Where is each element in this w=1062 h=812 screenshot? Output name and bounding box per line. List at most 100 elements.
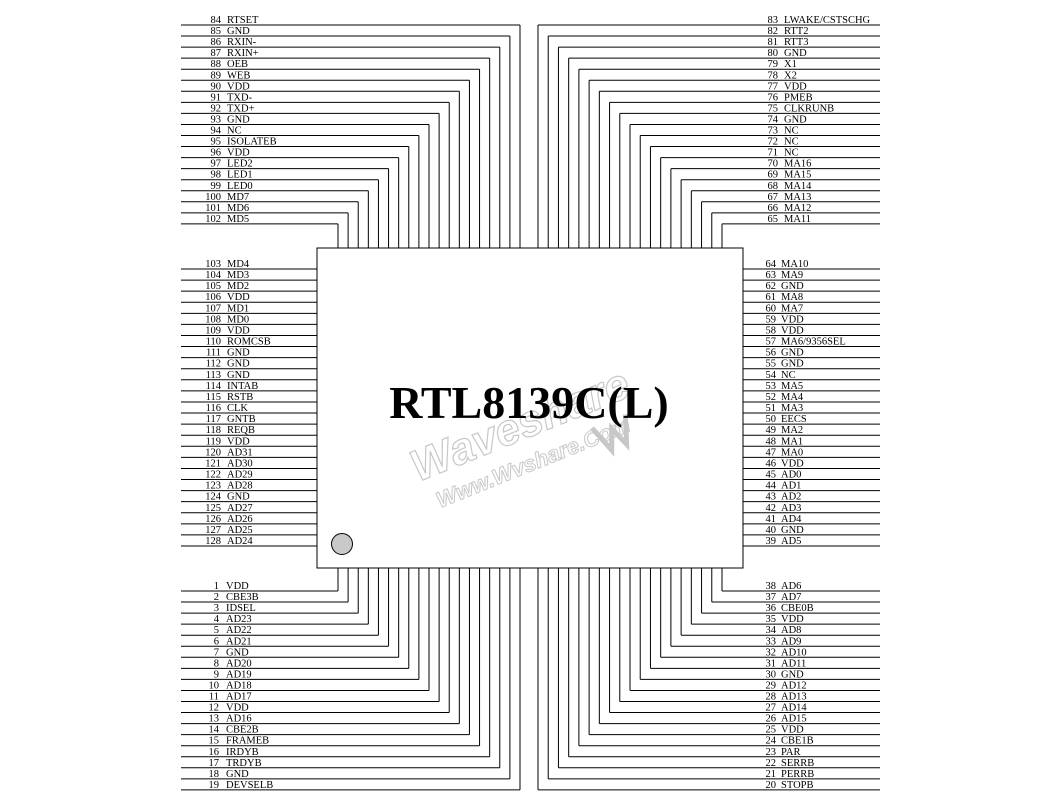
pin-number: 125 (205, 503, 221, 514)
pin-name: GND (227, 26, 250, 37)
pin-number: 1 (214, 581, 219, 592)
pin-name: MA1 (781, 436, 803, 447)
pin-name: GND (784, 114, 807, 125)
pin-number: 128 (205, 536, 221, 547)
pin-name: TXD- (227, 92, 253, 103)
pin-number: 103 (205, 259, 221, 270)
pin-number: 73 (768, 126, 779, 137)
pin-name: AD28 (227, 481, 253, 492)
pin-name: AD31 (227, 447, 253, 458)
pin-number: 95 (211, 137, 222, 148)
pin-name: AD16 (226, 714, 252, 725)
pin-number: 84 (211, 15, 222, 26)
pin-name: AD11 (781, 658, 806, 669)
pin-wires (181, 24, 880, 791)
pin-name: VDD (781, 325, 804, 336)
pin-number: 19 (209, 780, 220, 791)
pin-number: 74 (768, 114, 779, 125)
pin-number: 48 (766, 436, 777, 447)
pin-name: PMEB (784, 92, 813, 103)
pin-number: 50 (766, 414, 777, 425)
pin-name: LWAKE/CSTSCHG (784, 15, 871, 26)
pin-number: 116 (206, 403, 221, 414)
pin-name: RTSET (227, 15, 259, 26)
pin-number: 23 (766, 747, 777, 758)
pin-name: RTT3 (784, 37, 808, 48)
pin1-marker (331, 533, 353, 555)
pin-name: MA4 (781, 392, 804, 403)
pin-name: PERRB (781, 769, 814, 780)
pin-number: 32 (766, 647, 777, 658)
pin-name: MA7 (781, 303, 803, 314)
pin-number: 70 (768, 159, 779, 170)
pin-name: VDD (781, 725, 804, 736)
pin-name: IRDYB (226, 747, 259, 758)
pin-number: 45 (766, 470, 777, 481)
pin-name: CLKRUNB (784, 103, 834, 114)
pin-number: 21 (766, 769, 777, 780)
pin-name: MA12 (784, 203, 811, 214)
pin-name: IDSEL (226, 603, 256, 614)
pin-number: 9 (214, 669, 219, 680)
pin-name: LED1 (227, 170, 253, 181)
pin-name: STOPB (781, 780, 814, 791)
pin-name: RTT2 (784, 26, 808, 37)
pin-number: 106 (205, 292, 221, 303)
pin-name: MA6/9356SEL (781, 337, 846, 348)
pin-name: AD24 (227, 536, 253, 547)
pin-name: MD3 (227, 270, 249, 281)
pin-number: 6 (214, 636, 219, 647)
pin-name: MA13 (784, 192, 811, 203)
pin-number: 92 (211, 103, 222, 114)
pin-number: 89 (211, 70, 222, 81)
pin-name: CBE1B (781, 736, 814, 747)
pin-name: LED0 (227, 181, 253, 192)
pin-name: VDD (226, 581, 249, 592)
pin-name: AD19 (226, 669, 252, 680)
pin-name: AD7 (781, 592, 801, 603)
pin-name: NC (227, 126, 242, 137)
pin-name: VDD (227, 148, 250, 159)
pin-name: MD7 (227, 192, 249, 203)
pin-name: X1 (784, 59, 797, 70)
pin-name: GND (784, 48, 807, 59)
pin-number: 104 (205, 270, 222, 281)
chip-title: RTL8139C(L) (389, 377, 669, 428)
pin-number: 29 (766, 680, 777, 691)
pin-number: 51 (766, 403, 777, 414)
pin-name: RXIN+ (227, 48, 259, 59)
watermark-logo-icon (590, 414, 630, 457)
pin-name: AD9 (781, 636, 801, 647)
pin-number: 96 (211, 148, 222, 159)
pin-name: AD22 (226, 625, 252, 636)
pin-number: 121 (205, 458, 221, 469)
pin-number: 93 (211, 114, 222, 125)
pin-name: MD0 (227, 314, 249, 325)
pin-name: GND (226, 647, 249, 658)
pin-number: 78 (768, 70, 779, 81)
pin-number: 83 (768, 15, 779, 26)
pin-name: MA8 (781, 292, 803, 303)
pin-number: 34 (766, 625, 777, 636)
pin-name: VDD (227, 292, 250, 303)
pin-number: 102 (205, 214, 221, 225)
pin-number: 65 (768, 214, 779, 225)
pin-number: 115 (206, 392, 221, 403)
pin-number: 119 (206, 436, 221, 447)
pin-number: 113 (206, 370, 221, 381)
pin-name: VDD (227, 436, 250, 447)
pin-number: 69 (768, 170, 779, 181)
pin-number: 27 (766, 703, 777, 714)
pin-name: AD23 (226, 614, 252, 625)
pin-name: MA9 (781, 270, 803, 281)
pin-number: 11 (209, 692, 219, 703)
pin-name: GND (227, 114, 250, 125)
pin-name: REQB (227, 425, 255, 436)
pin-number: 12 (209, 703, 220, 714)
pin-number: 124 (205, 492, 222, 503)
pin-number: 87 (211, 48, 222, 59)
pin-number: 111 (206, 348, 221, 359)
pin-number: 17 (209, 758, 220, 769)
pin-number: 57 (766, 337, 777, 348)
pin-name: MD4 (227, 259, 250, 270)
